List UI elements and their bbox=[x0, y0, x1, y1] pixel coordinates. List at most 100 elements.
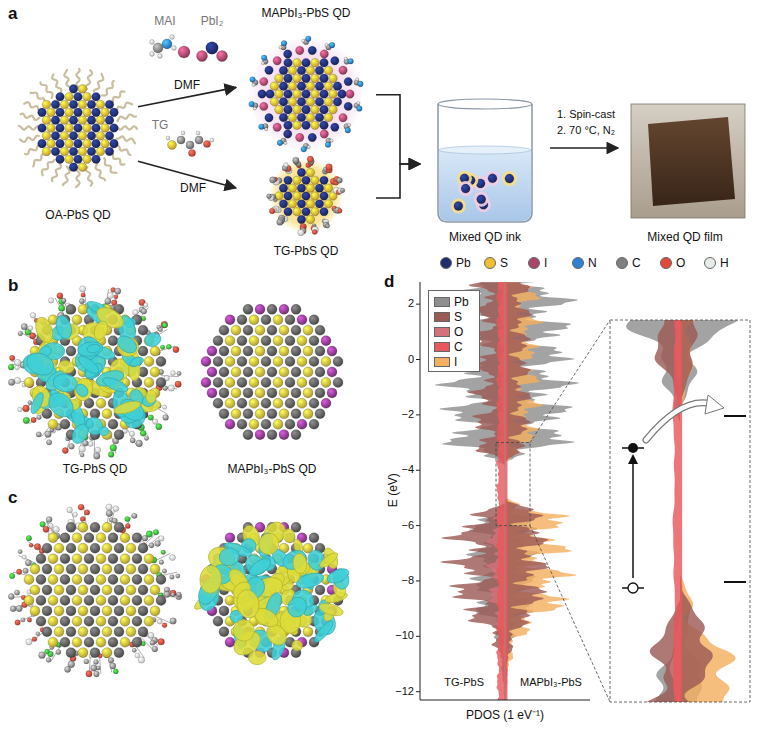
atom bbox=[344, 57, 347, 60]
atom bbox=[279, 82, 288, 91]
atom bbox=[51, 147, 60, 156]
atom bbox=[114, 648, 124, 658]
thioglycerol-shell bbox=[270, 160, 342, 232]
legend-label: Pb bbox=[456, 256, 471, 270]
atom bbox=[78, 504, 84, 510]
atom bbox=[315, 82, 324, 91]
atom bbox=[302, 121, 311, 130]
atom bbox=[144, 595, 154, 605]
atom bbox=[284, 130, 292, 138]
isosurface-lobe bbox=[53, 314, 74, 341]
atom bbox=[188, 149, 195, 156]
atom bbox=[18, 331, 23, 336]
atom bbox=[306, 82, 315, 91]
atom bbox=[42, 116, 51, 125]
atom bbox=[78, 564, 88, 574]
atom bbox=[92, 139, 101, 148]
atom bbox=[101, 124, 110, 133]
ligand-shell bbox=[8, 504, 182, 677]
pdos-area bbox=[672, 320, 680, 702]
atom bbox=[270, 82, 279, 91]
atom bbox=[156, 575, 166, 585]
atom bbox=[249, 377, 259, 387]
atom bbox=[308, 133, 316, 141]
isosurface-lobe bbox=[57, 359, 76, 375]
atom bbox=[66, 627, 76, 637]
atom bbox=[69, 163, 78, 172]
atom bbox=[48, 419, 58, 429]
atom bbox=[297, 336, 307, 346]
atom bbox=[333, 98, 342, 107]
atom bbox=[219, 409, 229, 419]
panel-a-illustration bbox=[19, 35, 745, 236]
atom bbox=[90, 648, 100, 658]
atom bbox=[307, 156, 313, 162]
atom bbox=[260, 102, 268, 110]
atom bbox=[284, 176, 292, 184]
atom bbox=[325, 224, 329, 228]
zoom-leader bbox=[530, 320, 610, 443]
atom bbox=[324, 200, 332, 208]
atom bbox=[37, 415, 42, 420]
isosurface-lobe bbox=[218, 546, 241, 567]
atom bbox=[309, 419, 319, 429]
legend-swatch bbox=[528, 257, 540, 269]
isosurface-lobe bbox=[325, 566, 351, 586]
atom bbox=[454, 201, 463, 210]
atom bbox=[126, 606, 136, 616]
atom bbox=[175, 381, 181, 387]
atom bbox=[138, 627, 148, 637]
atom bbox=[325, 142, 331, 148]
atom bbox=[329, 105, 338, 114]
atom bbox=[225, 398, 235, 408]
atom bbox=[102, 409, 112, 419]
atom bbox=[267, 388, 277, 398]
band-edge-bar bbox=[724, 415, 746, 417]
atom bbox=[83, 108, 92, 117]
atom bbox=[46, 658, 51, 663]
pdos-area bbox=[505, 282, 579, 700]
legend-entry: Pb bbox=[440, 256, 471, 270]
reagent-molecules bbox=[150, 35, 228, 157]
atom bbox=[138, 564, 148, 574]
isosurface bbox=[192, 518, 351, 665]
atom bbox=[345, 127, 351, 133]
atom bbox=[108, 637, 118, 647]
atom bbox=[24, 575, 34, 585]
atom bbox=[273, 377, 283, 387]
atom bbox=[297, 315, 307, 325]
atom bbox=[102, 606, 112, 616]
atom bbox=[279, 346, 289, 356]
hole bbox=[628, 583, 638, 593]
atom bbox=[144, 575, 154, 585]
axis-tick bbox=[416, 636, 420, 637]
tick-label: −8 bbox=[401, 574, 414, 587]
atom bbox=[243, 430, 253, 440]
atom bbox=[159, 536, 165, 542]
atom bbox=[293, 90, 302, 99]
atom bbox=[243, 304, 253, 314]
atom bbox=[56, 139, 65, 148]
atom bbox=[288, 113, 297, 122]
atom bbox=[250, 77, 256, 83]
atom bbox=[92, 124, 101, 133]
atom bbox=[105, 147, 114, 156]
atom bbox=[293, 58, 302, 67]
atom bbox=[108, 657, 114, 663]
atom bbox=[255, 367, 265, 377]
atom bbox=[96, 575, 106, 585]
atom bbox=[72, 533, 82, 543]
atom bbox=[102, 543, 112, 553]
atom bbox=[181, 131, 185, 135]
atom bbox=[357, 106, 363, 112]
atom bbox=[156, 357, 166, 367]
atom bbox=[237, 315, 247, 325]
electron bbox=[628, 443, 638, 453]
legend-swatch bbox=[434, 297, 450, 307]
atom bbox=[237, 357, 247, 367]
isosurface-lobe bbox=[28, 391, 45, 415]
atom bbox=[219, 346, 229, 356]
atom bbox=[157, 619, 162, 624]
atom bbox=[357, 101, 360, 104]
